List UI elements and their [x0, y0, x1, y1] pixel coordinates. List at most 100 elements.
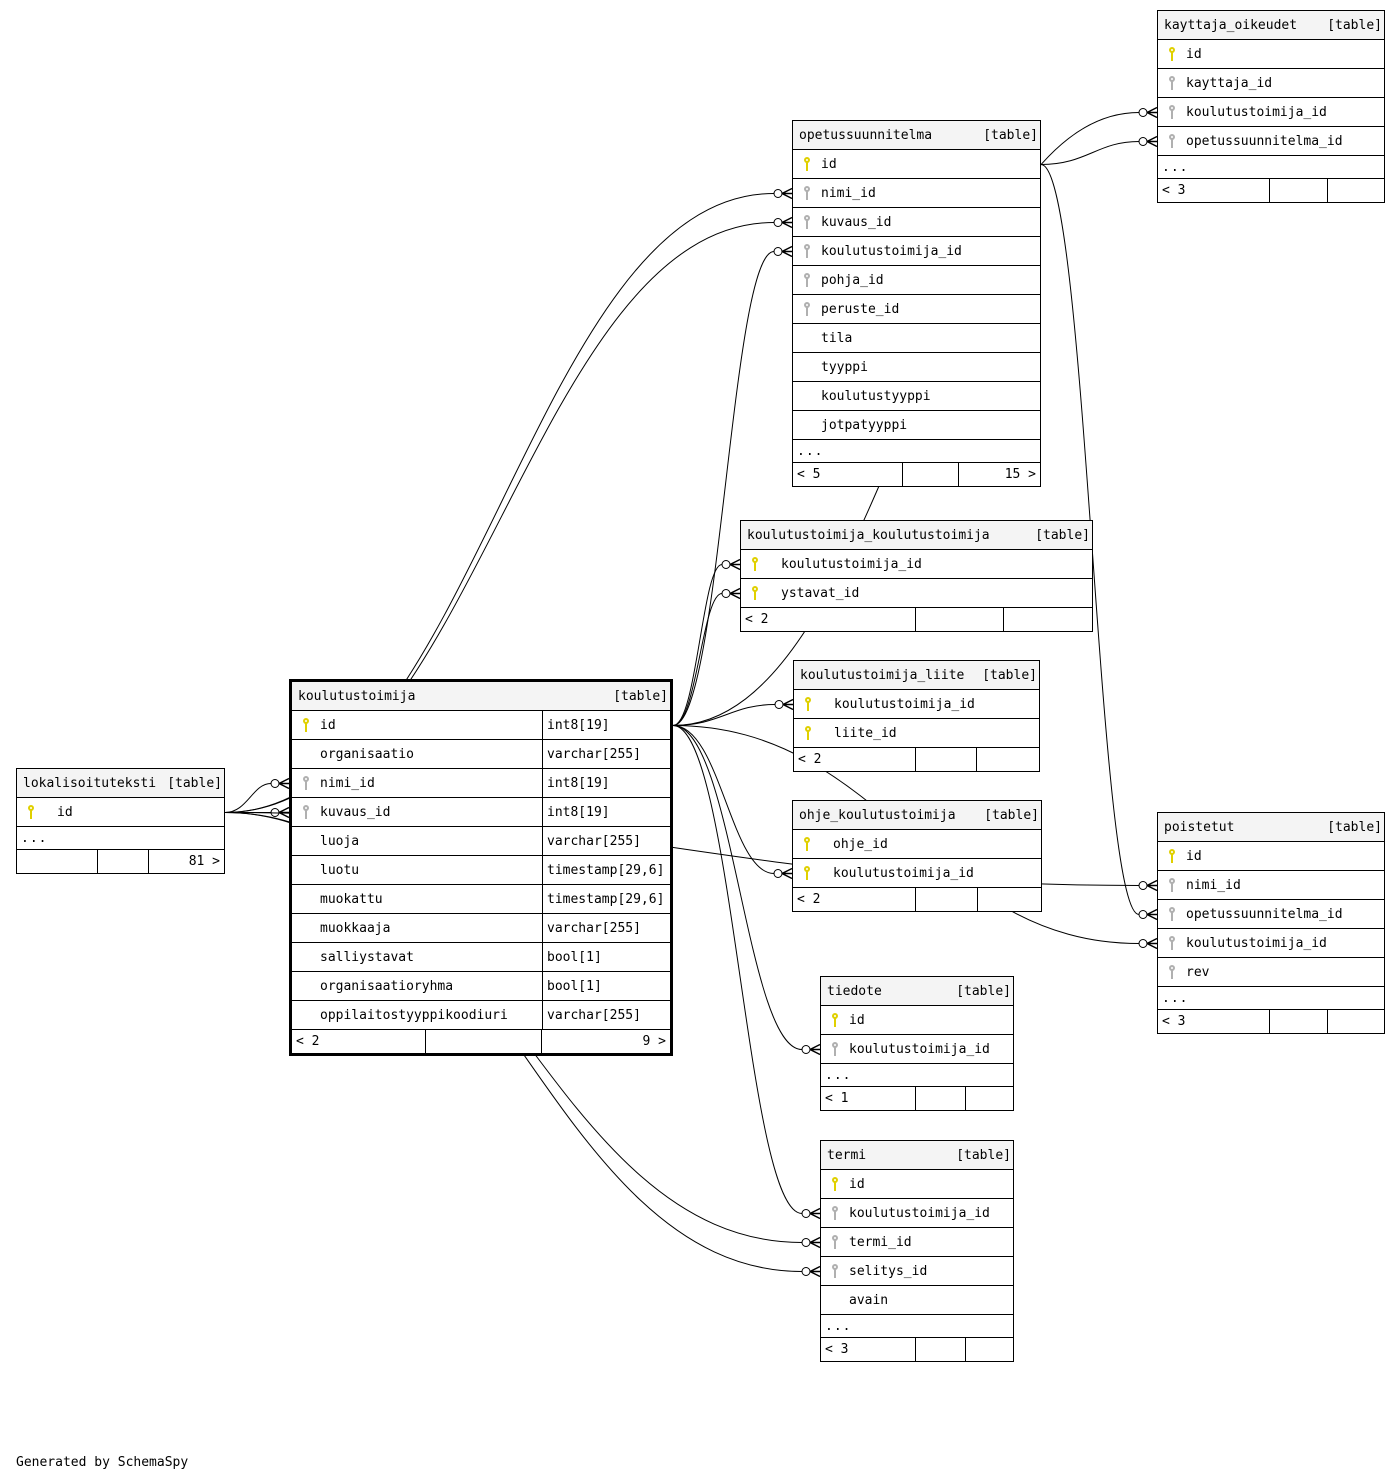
column-row[interactable]: koulutustoimija_id: [794, 690, 1039, 719]
more-columns-indicator[interactable]: ...: [821, 1315, 1013, 1338]
column-row[interactable]: peruste_id: [793, 295, 1040, 324]
table-kind-label: [table]: [1327, 819, 1382, 835]
column-row[interactable]: koulutustoimija_id: [793, 859, 1041, 888]
column-row[interactable]: avain: [821, 1286, 1013, 1315]
parents-count-link[interactable]: < 3: [1158, 179, 1270, 202]
parents-count-link[interactable]: < 2: [794, 748, 916, 771]
table-header[interactable]: lokalisoituteksti[table]: [17, 769, 224, 798]
column-row[interactable]: tila: [793, 324, 1040, 353]
rows-count: [426, 1030, 542, 1053]
column-row[interactable]: termi_id: [821, 1228, 1013, 1257]
column-row[interactable]: rev: [1158, 958, 1384, 987]
parents-count-link[interactable]: < 1: [821, 1087, 916, 1110]
table-koulutustoimija-liite[interactable]: koulutustoimija_liite[table]koulutustoim…: [793, 660, 1040, 772]
column-row[interactable]: id: [793, 150, 1040, 179]
parents-count-link[interactable]: < 3: [1158, 1010, 1270, 1033]
column-row[interactable]: pohja_id: [793, 266, 1040, 295]
more-columns-indicator[interactable]: ...: [793, 440, 1040, 463]
column-row[interactable]: liite_id: [794, 719, 1039, 748]
relationship-line: [672, 725, 775, 874]
column-row[interactable]: koulutustyyppi: [793, 382, 1040, 411]
more-columns-indicator[interactable]: ...: [821, 1064, 1013, 1087]
table-koulutustoimija-koulutustoimija[interactable]: koulutustoimija_koulutustoimija[table]ko…: [740, 520, 1093, 632]
children-count-link[interactable]: [977, 748, 1039, 771]
children-count-link[interactable]: [978, 888, 1041, 911]
table-header[interactable]: termi[table]: [821, 1141, 1013, 1170]
optional-circle-icon: [1138, 881, 1148, 890]
children-count-link[interactable]: [966, 1338, 1013, 1361]
column-row[interactable]: tyyppi: [793, 353, 1040, 382]
table-header[interactable]: koulutustoimija[table]: [292, 682, 670, 711]
column-row[interactable]: koulutustoimija_id: [793, 237, 1040, 266]
children-count-link[interactable]: 81 >: [188, 854, 220, 869]
column-type: bool[1]: [542, 972, 602, 1000]
column-row[interactable]: nimi_id: [1158, 871, 1384, 900]
table-lokalisoituteksti[interactable]: lokalisoituteksti[table]id... 81 >: [16, 768, 225, 874]
children-count-link[interactable]: 9 >: [642, 1034, 666, 1049]
column-row[interactable]: id: [17, 798, 224, 827]
table-kind-label: [table]: [982, 667, 1037, 683]
column-row[interactable]: ohje_id: [793, 830, 1041, 859]
table-name: opetussuunnitelma: [799, 127, 933, 143]
table-header[interactable]: koulutustoimija_liite[table]: [794, 661, 1039, 690]
relationship-line: [672, 251, 775, 726]
column-row[interactable]: koulutustoimija_id: [741, 550, 1092, 579]
column-row[interactable]: koulutustoimija_id: [821, 1035, 1013, 1064]
column-row[interactable]: opetussuunnitelma_id: [1158, 900, 1384, 929]
parents-count-link[interactable]: < 5: [793, 463, 903, 486]
parents-count-link[interactable]: < 2: [292, 1030, 426, 1053]
more-columns-indicator[interactable]: ...: [17, 827, 224, 850]
column-row[interactable]: jotpatyyppi: [793, 411, 1040, 440]
column-row[interactable]: selitys_id: [821, 1257, 1013, 1286]
more-columns-indicator[interactable]: ...: [1158, 156, 1384, 179]
children-count-link[interactable]: [966, 1087, 1013, 1110]
column-row[interactable]: opetussuunnitelma_id: [1158, 127, 1384, 156]
more-columns-indicator[interactable]: ...: [1158, 987, 1384, 1010]
parents-count-link[interactable]: < 3: [821, 1338, 916, 1361]
column-row[interactable]: id: [1158, 40, 1384, 69]
column-row[interactable]: nimi_id: [793, 179, 1040, 208]
column-row[interactable]: ystavat_id: [741, 579, 1092, 608]
column-row[interactable]: id: [821, 1006, 1013, 1035]
foreign-key-icon: [1158, 964, 1182, 980]
children-count-link[interactable]: [1328, 179, 1384, 202]
table-header[interactable]: poistetut[table]: [1158, 813, 1384, 842]
column-row[interactable]: koulutustoimija_id: [821, 1199, 1013, 1228]
table-header[interactable]: tiedote[table]: [821, 977, 1013, 1006]
table-header[interactable]: ohje_koulutustoimija[table]: [793, 801, 1041, 830]
children-count-link[interactable]: [1328, 1010, 1384, 1033]
children-count-link[interactable]: [1004, 608, 1092, 631]
parents-count-link[interactable]: < 2: [741, 608, 916, 631]
parents-count-link[interactable]: [17, 850, 98, 873]
column-row[interactable]: id: [1158, 842, 1384, 871]
column-row[interactable]: id: [821, 1170, 1013, 1199]
column-row[interactable]: koulutustoimija_id: [1158, 98, 1384, 127]
column-row[interactable]: kayttaja_id: [1158, 69, 1384, 98]
table-header[interactable]: opetussuunnitelma[table]: [793, 121, 1040, 150]
column-row[interactable]: koulutustoimija_id: [1158, 929, 1384, 958]
table-kind-label: [table]: [956, 983, 1011, 999]
children-count-link[interactable]: 15 >: [1004, 467, 1036, 482]
parents-count-link[interactable]: < 2: [793, 888, 916, 911]
table-header[interactable]: koulutustoimija_koulutustoimija[table]: [741, 521, 1092, 550]
column-row[interactable]: kuvaus_id: [793, 208, 1040, 237]
table-header[interactable]: kayttaja_oikeudet[table]: [1158, 11, 1384, 40]
